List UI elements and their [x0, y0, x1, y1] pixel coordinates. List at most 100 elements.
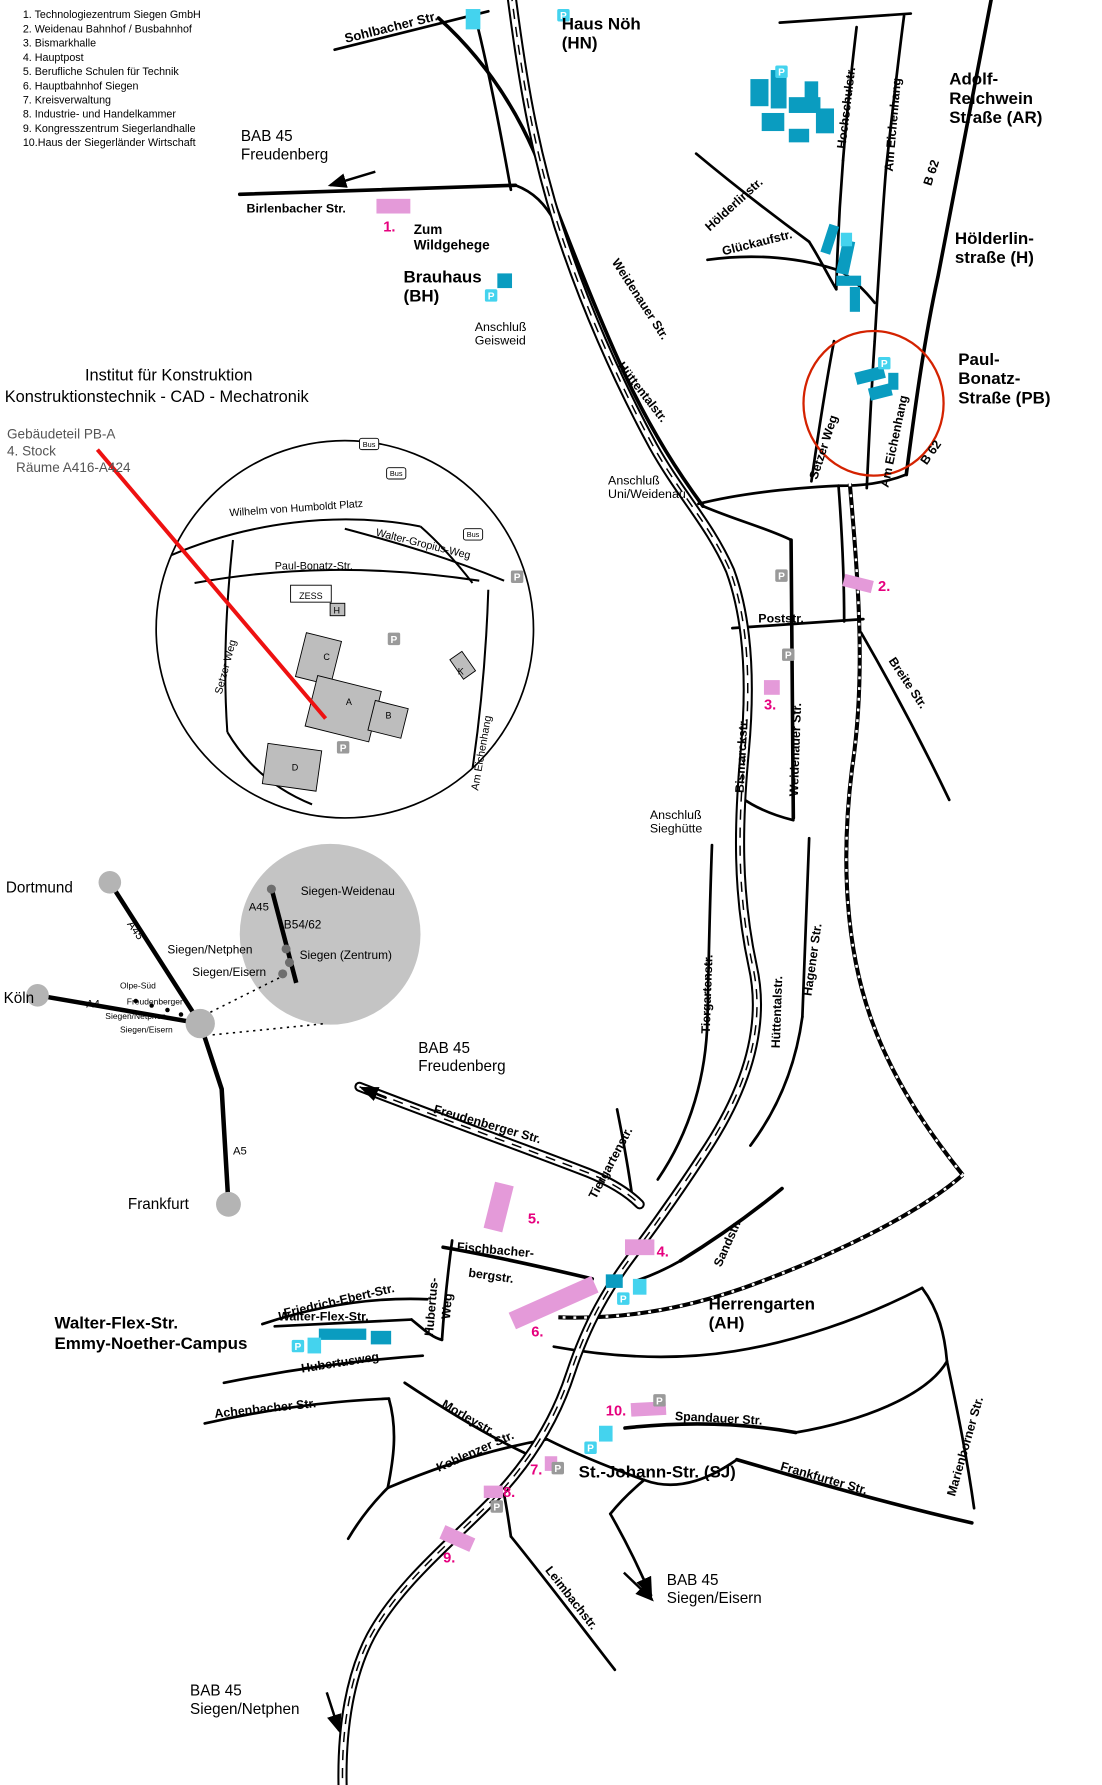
- label-b62-pb: B 62: [918, 438, 945, 468]
- parking-icon: P: [775, 569, 788, 583]
- label-zess: ZESS: [299, 591, 323, 601]
- location-marker-3: [763, 680, 780, 695]
- label-poststr: Poststr.: [758, 611, 804, 625]
- exit-tick: [133, 998, 139, 1004]
- legend-item-1: 1. Technologiezentrum Siegen GmbH: [23, 9, 201, 21]
- label-number-7: 7.: [530, 1462, 542, 1478]
- road-am-eichenhang-north: [884, 14, 906, 171]
- legend-item-3: 3. Bismarkhalle: [23, 38, 96, 50]
- university-building: [497, 273, 513, 289]
- building-b-shape: [367, 699, 409, 739]
- label-achenbacher-str: Achenbacher Str.: [214, 1396, 317, 1421]
- parking-icon: P: [510, 570, 524, 584]
- parking-icon: P: [782, 648, 795, 662]
- label-haus-noeh-line1: Haus Nöh: [562, 14, 641, 33]
- highway-freudenberg-feeder: [354, 1081, 645, 1210]
- parking-icon: P: [336, 741, 350, 754]
- label-siegen-eisern-exit: Siegen/Eisern: [120, 1025, 173, 1035]
- label-zum-wildgehege-line1: Zum: [414, 222, 443, 237]
- location-marker-2: [842, 573, 874, 594]
- label-morleystr: Morleystr.: [439, 1397, 497, 1438]
- label-birlenbacher-str: Birlenbacher Str.: [247, 201, 346, 215]
- label-b54-62: B54/62: [284, 918, 322, 932]
- node-siegen-eisern: [278, 969, 288, 979]
- legend-item-10: 10.Haus der Siegerländer Wirtschaft: [23, 137, 196, 149]
- railway: [558, 483, 965, 1320]
- label-bab45-netphen-line2: Siegen/Netphen: [190, 1701, 299, 1718]
- label-koeln: Köln: [4, 990, 35, 1007]
- legend-item-4: 4. Hauptpost: [23, 52, 84, 64]
- road-herrengarten-east: [920, 1286, 949, 1363]
- label-institut-line1: Institut für Konstruktion: [85, 367, 252, 385]
- svg-text:P: P: [881, 359, 888, 370]
- university-building: [849, 286, 860, 312]
- label-building-h: H: [334, 605, 341, 615]
- legend-item-9: 9. Kongresszentrum Siegerlandhalle: [23, 123, 196, 135]
- small-building-icon: [632, 1278, 647, 1295]
- road-fischbacherbergstr: [441, 1245, 595, 1281]
- pb-highlight-circle: [802, 329, 945, 477]
- label-weidenauer-str-mid: Weidenauer Str.: [787, 703, 804, 797]
- svg-text:Bus: Bus: [390, 469, 403, 478]
- road-breite-str: [859, 631, 951, 802]
- label-olpe-sued: Olpe-Süd: [120, 981, 156, 991]
- label-number-6: 6.: [531, 1324, 543, 1340]
- label-b62-north: B 62: [921, 158, 942, 187]
- label-number-8: 8.: [503, 1485, 515, 1501]
- road-sohlbacher: [333, 9, 490, 52]
- city-node-koeln: [26, 984, 49, 1007]
- campus-inset: [95, 439, 535, 819]
- svg-text:P: P: [340, 743, 347, 754]
- university-building: [605, 1274, 623, 1288]
- road-glueckaufstr: [706, 255, 843, 273]
- label-adolf-reichwein-line3: Straße (AR): [949, 108, 1042, 127]
- label-number-10: 10.: [606, 1404, 626, 1420]
- parking-icon: P: [653, 1394, 666, 1407]
- svg-text:P: P: [554, 1464, 561, 1475]
- label-freudenberger-exit: Freudenberger: [127, 996, 183, 1006]
- node-siegen-netphen: [281, 944, 291, 954]
- road-b62: [904, 0, 993, 477]
- bus-stop-icon: Bus: [386, 467, 407, 480]
- label-herrengarten-line2: (AH): [709, 1314, 745, 1333]
- road-friedrich-ebert: [260, 1297, 429, 1326]
- label-building-c: C: [323, 652, 330, 662]
- arrow-bab45-eisern: [623, 1571, 654, 1602]
- road-sandstr: [678, 1186, 784, 1263]
- svg-text:Bus: Bus: [467, 530, 480, 539]
- road-weidenauer-link: [701, 504, 793, 542]
- label-hoelderlin-strasse-line1: Hölderlin-: [955, 229, 1034, 248]
- label-setzer-weg: Setzer Weg: [807, 413, 841, 481]
- label-number-5: 5.: [528, 1212, 540, 1228]
- university-building: [835, 239, 856, 276]
- road-setzer-weg: [810, 339, 836, 483]
- small-building-icon: [465, 9, 481, 30]
- road-junction-row: [697, 484, 840, 506]
- exit-tick: [165, 1007, 170, 1013]
- dotted-link-2: [212, 1022, 326, 1036]
- siegen-city-area: [239, 843, 421, 1025]
- label-hoelderlin-strasse-line2: straße (H): [955, 248, 1034, 267]
- road-koblenzer: [386, 1437, 549, 1490]
- university-building: [750, 79, 769, 107]
- svg-text:P: P: [493, 1502, 500, 1513]
- road-marienborner: [945, 1359, 976, 1510]
- parking-icon: P: [291, 1339, 305, 1353]
- legend-item-8: 8. Industrie- und Handelkammer: [23, 109, 177, 121]
- label-bab45-freudenberg-mid-line1: BAB 45: [418, 1040, 470, 1057]
- university-building: [867, 383, 893, 401]
- label-a4: A4: [86, 999, 100, 1011]
- label-zum-wildgehege-line2: Wildgehege: [414, 238, 490, 253]
- label-building-b: B: [385, 711, 391, 721]
- parking-icon: P: [551, 1461, 564, 1475]
- b54-62-line: [269, 887, 299, 984]
- a4-line: [37, 993, 189, 1024]
- location-marker-4: [624, 1239, 655, 1256]
- road-frankfurter: [735, 1457, 974, 1525]
- road-sohlbacher-south: [473, 13, 513, 192]
- label-breite-str: Breite Str.: [886, 655, 930, 711]
- building-zess-box: [290, 584, 332, 603]
- parking-icon: P: [878, 357, 891, 370]
- label-haus-noeh-line2: (HN): [562, 34, 598, 53]
